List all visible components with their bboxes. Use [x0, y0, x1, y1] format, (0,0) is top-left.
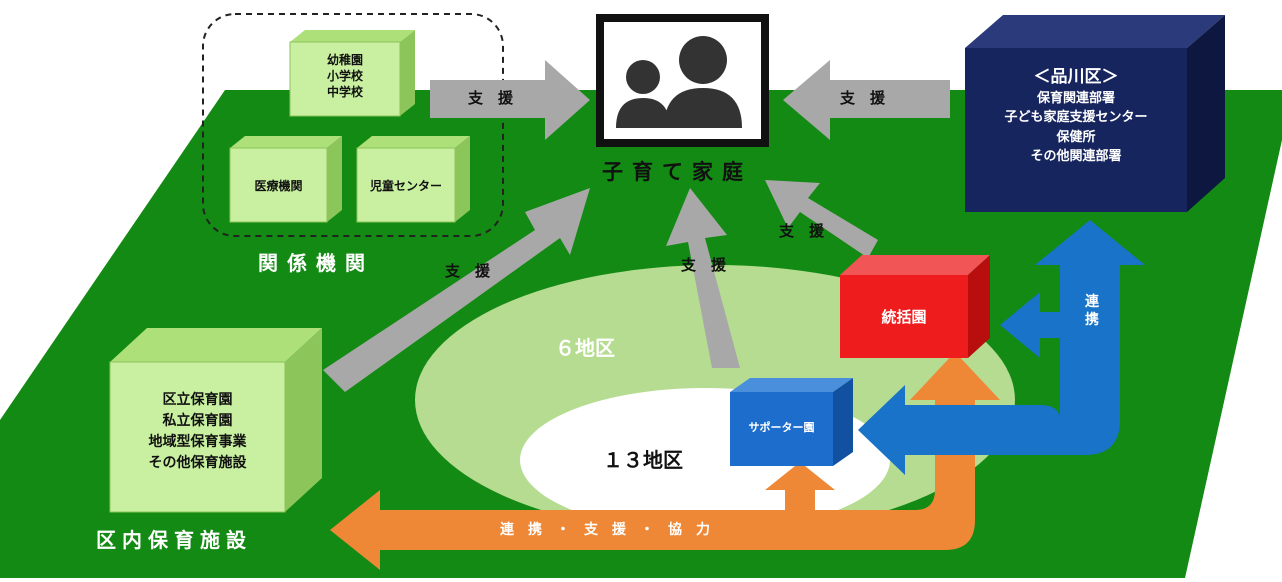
facilities-title: 区内保育施設: [96, 528, 252, 552]
supporter-nursery-box: [730, 378, 853, 466]
hub-nursery-label: 統括園: [881, 308, 927, 326]
coop-label: 連 携: [1085, 294, 1099, 329]
related-orgs-dashed-frame: [202, 13, 504, 237]
ward-label: ＜品川区＞ 保育関連部署 子ども家庭支援センター 保健所 その他関連部署: [965, 66, 1187, 167]
supporter-nursery-label: サポーター園: [748, 421, 815, 434]
coop-arrow-hub-branch: [1000, 292, 1062, 358]
district-inner-label: １３地区: [603, 448, 683, 472]
schools-box: [289, 30, 415, 117]
medical-box: [229, 136, 342, 223]
coop-arrow-ward: [858, 220, 1145, 475]
district-outer-label: ６地区: [555, 336, 615, 360]
ward-box: [965, 15, 1225, 212]
hub-nursery-box: [840, 255, 990, 358]
support-label-supporter: 支 援: [681, 256, 727, 274]
schools-label: 幼稚園 小学校 中学校: [326, 53, 363, 100]
support-arrow-hub: [765, 180, 878, 258]
cooperation-arrow-bottom: [330, 352, 1000, 570]
children-center-box: [356, 136, 470, 223]
support-label-hub: 支 援: [779, 222, 825, 240]
support-arrow-schools: [430, 60, 590, 140]
support-label-facilities: 支 援: [445, 262, 491, 280]
medical-label: 医療機関: [254, 179, 303, 193]
support-label-schools: 支 援: [468, 89, 514, 107]
support-arrow-ward: [783, 60, 950, 140]
bottom-arrow-label: 連 携 ・ 支 援 ・ 協 力: [500, 522, 710, 538]
support-arrow-supporter: [666, 188, 740, 368]
facilities-box-label: 区立保育園 私立保育園 地域型保育事業 その他保育施設: [148, 392, 247, 471]
support-arrow-facilities: [323, 188, 590, 392]
family-icon: [616, 36, 742, 128]
cooperation-arrow-supporter-branch: [765, 462, 835, 512]
facilities-box: [109, 328, 322, 513]
ward-title: ＜品川区＞: [1033, 67, 1119, 87]
related-orgs-title: 関係機関: [258, 251, 374, 275]
support-label-ward: 支 援: [840, 89, 886, 107]
family-label: 子育て家庭: [602, 160, 752, 184]
children-center-label: 児童センター: [369, 179, 442, 193]
